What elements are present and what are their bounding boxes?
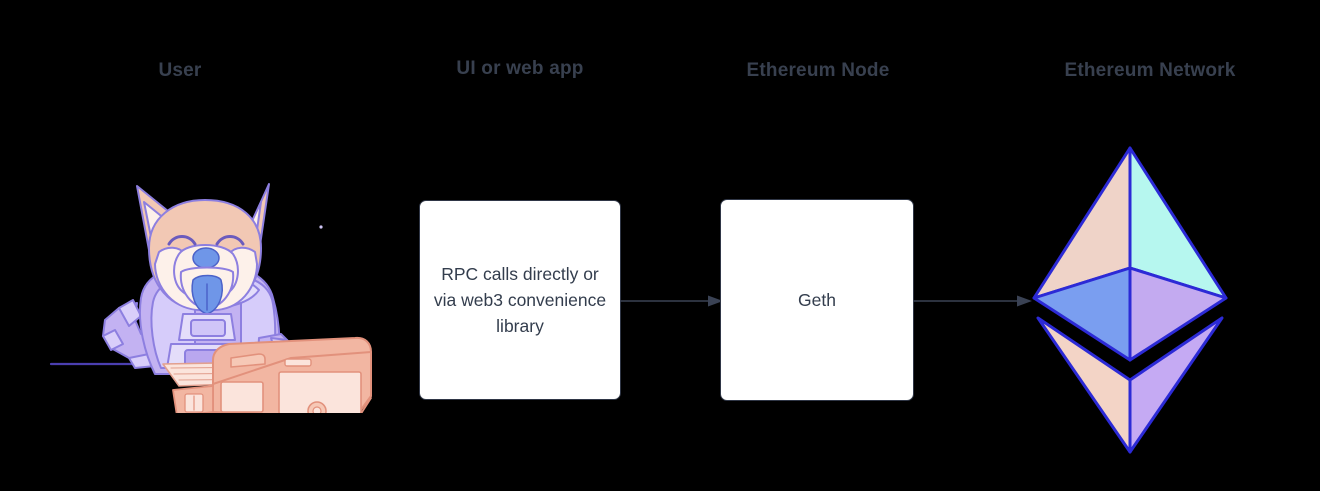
process-box-rpc[interactable]: RPC calls directly or via web3 convenien… bbox=[419, 200, 621, 400]
process-box-rpc-label: RPC calls directly or via web3 convenien… bbox=[433, 264, 607, 336]
process-box-geth-label: Geth bbox=[798, 290, 836, 310]
arrow-rpc-to-geth bbox=[620, 295, 723, 307]
arrow-geth-to-network bbox=[913, 295, 1032, 307]
ethereum-logo-icon bbox=[1032, 146, 1228, 454]
column-header-user: User bbox=[158, 60, 202, 81]
column-header-ui-or-web-app: UI or web app bbox=[456, 58, 584, 79]
column-header-ethereum-node: Ethereum Node bbox=[746, 60, 890, 81]
process-box-geth[interactable]: Geth bbox=[720, 199, 914, 401]
column-header-ethereum-network: Ethereum Network bbox=[1064, 60, 1236, 81]
shiba-inu-astronaut-icon bbox=[49, 183, 372, 413]
